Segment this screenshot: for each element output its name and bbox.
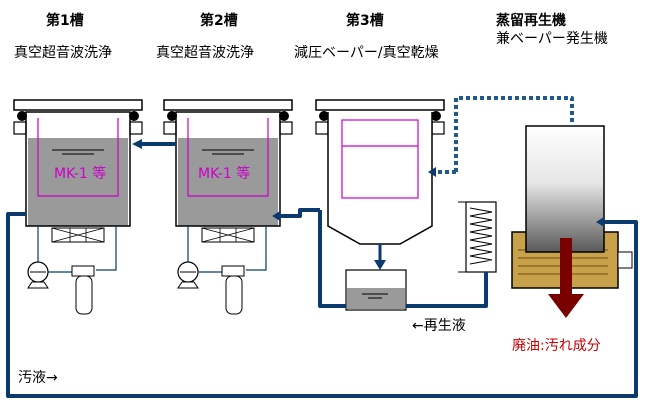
pipe-vapor bbox=[454, 96, 574, 172]
stage3-title: 第3槽 bbox=[346, 13, 384, 29]
pipes bbox=[6, 96, 638, 398]
stage2-title: 第2槽 bbox=[200, 13, 238, 29]
distiller bbox=[511, 125, 633, 289]
tank-2: MK-1 等 bbox=[163, 99, 293, 243]
pump-filter-1 bbox=[27, 226, 117, 315]
waste-oil-arrow bbox=[548, 238, 584, 318]
tank-1-label: MK-1 等 bbox=[54, 165, 106, 182]
pipe-regen-to-tank2 bbox=[280, 208, 320, 218]
tank-2-liquid bbox=[178, 138, 278, 226]
pipe-arrowheads bbox=[132, 139, 604, 227]
tank-1-clamp-left bbox=[17, 111, 27, 121]
stage4-subtitle: 兼ベーパー発生機 bbox=[496, 31, 608, 47]
filter-1 bbox=[75, 275, 93, 315]
stage1-title: 第1槽 bbox=[46, 13, 84, 29]
tank-3-basket bbox=[341, 119, 419, 199]
tank-1-clamp-right bbox=[129, 111, 139, 121]
tank-3 bbox=[315, 99, 445, 270]
receiver-tank bbox=[345, 269, 407, 311]
tank-1-liquid bbox=[28, 138, 128, 226]
tank-1-lid bbox=[13, 99, 143, 111]
stage1-subtitle: 真空超音波洗浄 bbox=[14, 45, 112, 61]
tank-3-body bbox=[327, 112, 433, 245]
stage2-subtitle: 真空超音波洗浄 bbox=[156, 45, 254, 61]
tank-3-lid bbox=[315, 99, 445, 111]
tank-1-basket bbox=[37, 118, 119, 197]
tank-2-body bbox=[175, 111, 281, 227]
tank-2-basket bbox=[187, 118, 269, 197]
tank-2-label: MK-1 等 bbox=[198, 165, 250, 182]
pipe-waste-loop bbox=[6, 212, 638, 398]
waste-liquid-label: 汚液→ bbox=[18, 370, 58, 386]
distiller-body bbox=[525, 125, 605, 253]
stage3-subtitle: 減圧ベーパー/真空乾燥 bbox=[294, 45, 439, 61]
regenerated-liquid-label: ←再生液 bbox=[412, 318, 466, 334]
filter-2 bbox=[225, 275, 243, 315]
condenser bbox=[458, 201, 497, 273]
tank-1: MK-1 等 bbox=[13, 99, 143, 243]
tank-2-lid bbox=[163, 99, 293, 111]
stage4-title: 蒸留再生機 bbox=[496, 13, 566, 29]
pump-filter-2 bbox=[177, 226, 267, 315]
tank-1-body bbox=[25, 111, 131, 227]
waste-oil-label: 廃油:汚れ成分 bbox=[512, 337, 601, 354]
pipe-regen-return bbox=[406, 272, 488, 308]
